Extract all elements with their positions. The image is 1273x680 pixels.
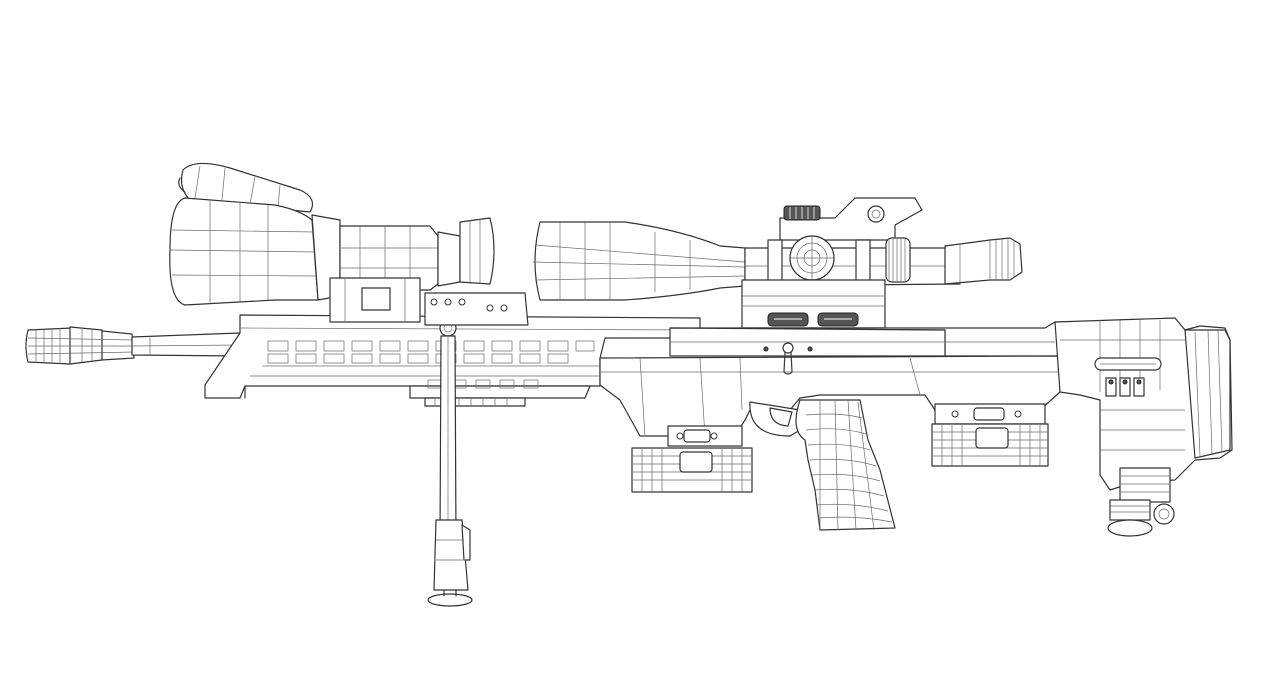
magazine-front [631, 425, 753, 493]
monopod [1107, 467, 1175, 537]
rifle-scope [532, 197, 1023, 301]
rail-clamp [424, 292, 529, 326]
pistol-grip [795, 399, 896, 531]
scope-mount [741, 279, 886, 329]
barrel [131, 332, 241, 357]
night-vision-clip-on [169, 162, 495, 323]
buttstock [1054, 317, 1233, 491]
muzzle-brake [25, 326, 135, 365]
bipod [427, 319, 473, 607]
spare-magazine [931, 403, 1049, 467]
